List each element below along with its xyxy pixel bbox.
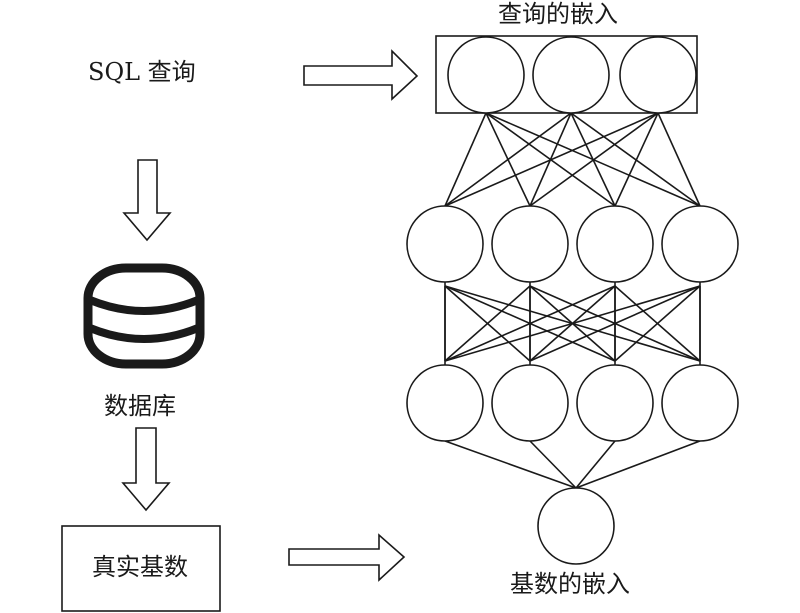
network-edge	[444, 440, 577, 489]
neuron-layer-0-node-2	[619, 36, 697, 114]
neuron-layer-1-node-3	[661, 205, 739, 283]
neuron-layer-3-node-0	[537, 487, 615, 565]
arrow-down-icon	[122, 159, 172, 242]
neuron-layer-1-node-2	[576, 205, 654, 283]
arrow-right-icon	[303, 49, 419, 101]
neuron-layer-1-node-1	[491, 205, 569, 283]
database-icon	[83, 263, 205, 369]
network-edge	[575, 440, 616, 489]
neuron-layer-2-node-0	[406, 364, 484, 442]
neuron-layer-2-node-1	[491, 364, 569, 442]
network-edge	[575, 440, 701, 489]
network-edge	[444, 112, 487, 207]
network-edge	[614, 285, 701, 362]
sql-query-label: SQL 查询	[88, 58, 196, 86]
network-edge	[529, 112, 659, 207]
neuron-layer-0-node-0	[447, 36, 525, 114]
true-cardinality-box	[61, 525, 221, 612]
true-cardinality-label: 真实基数	[92, 553, 188, 581]
query-embedding-label: 查询的嵌入	[498, 0, 618, 28]
neuron-layer-0-node-1	[532, 36, 610, 114]
neuron-layer-1-node-0	[406, 205, 484, 283]
arrow-down-icon	[121, 427, 171, 512]
network-edge	[444, 112, 572, 207]
network-edge	[570, 112, 701, 207]
network-edge	[657, 112, 701, 207]
neuron-layer-2-node-3	[661, 364, 739, 442]
database-label: 数据库	[104, 392, 176, 420]
network-edge	[529, 440, 577, 489]
arrow-right-icon	[288, 533, 406, 582]
network-edge	[444, 285, 531, 362]
network-nodes	[406, 36, 739, 565]
network-edge	[444, 112, 659, 207]
network-edge	[444, 285, 701, 362]
network-connections	[444, 112, 701, 489]
cardinality-embedding-label: 基数的嵌入	[510, 570, 630, 598]
neuron-layer-2-node-2	[576, 364, 654, 442]
network-edge	[614, 112, 659, 207]
